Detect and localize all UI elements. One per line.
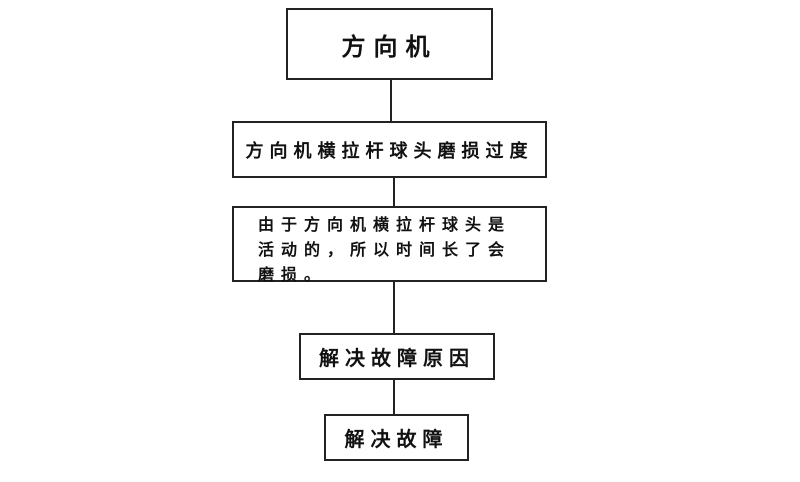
node-fix-cause: 解决故障原因 [299, 333, 495, 380]
node-reason: 由于方向机横拉杆球头是 活动的，所以时间长了会 磨损。 [232, 206, 547, 284]
node-wear: 方向机横拉杆球头磨损过度 [232, 121, 547, 178]
node-label: 方向机横拉杆球头磨损过度 [245, 140, 534, 162]
node-line: 由于方向机横拉杆球头是 [258, 215, 512, 234]
node-label: 解决故障原因 [319, 346, 475, 370]
node-line: 活动的，所以时间长了会 [258, 240, 512, 259]
connector-4 [393, 380, 395, 414]
node-label: 方向机 [341, 32, 438, 61]
node-steering-gear: 方向机 [286, 8, 493, 80]
connector-3 [393, 282, 395, 333]
connector-2 [393, 178, 395, 206]
node-line: 磨损。 [258, 265, 328, 284]
connector-1 [390, 80, 392, 121]
node-label: 解决故障 [344, 427, 449, 451]
node-fix: 解决故障 [324, 414, 469, 461]
